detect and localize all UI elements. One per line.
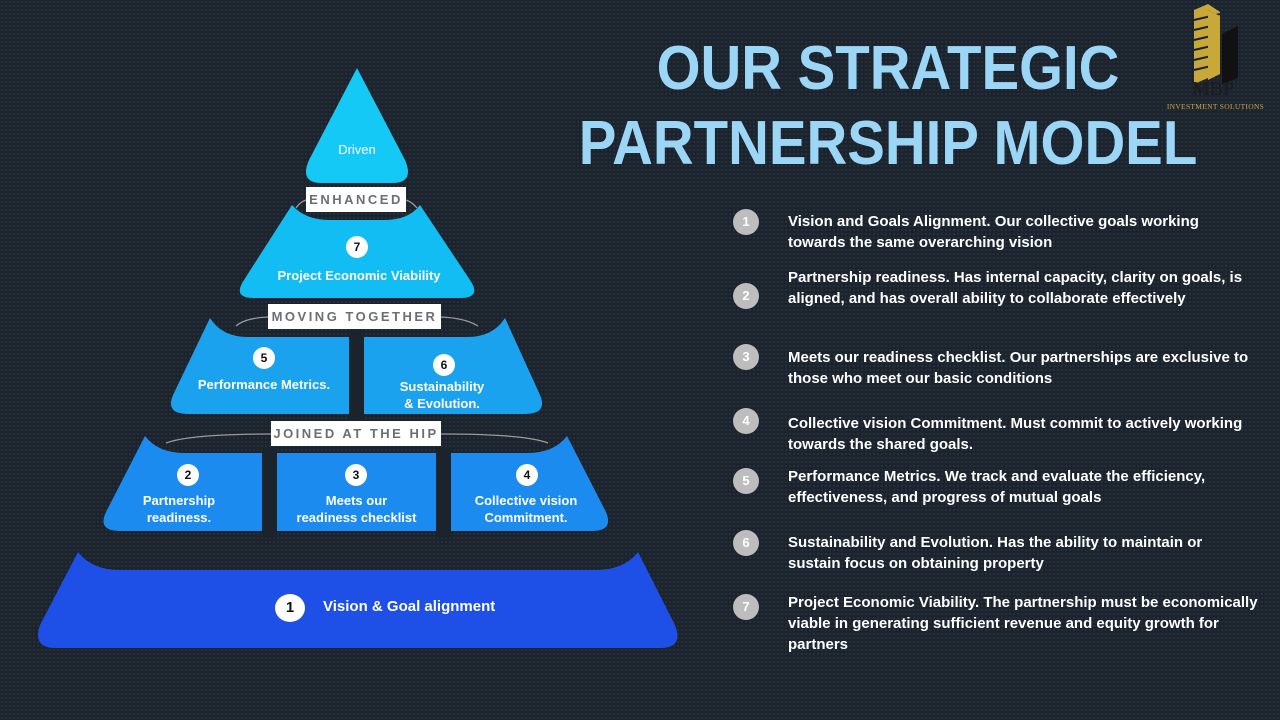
list-item: Partnership readiness. Has internal capa…	[788, 269, 1243, 307]
page-title-line1: OUR STRATEGIC	[656, 34, 1120, 103]
block-7-number: 7	[346, 236, 368, 258]
list-badge: 6	[733, 530, 759, 556]
tag-moving-together: MOVING TOGETHER	[268, 304, 441, 329]
block-3-number: 3	[345, 464, 367, 486]
list-badge: 5	[733, 468, 759, 494]
tier-gap	[349, 330, 364, 420]
block-6-number: 6	[433, 354, 455, 376]
pyramid-top-label: Driven	[338, 142, 376, 157]
block-3-label: Meets our readiness checklist	[296, 493, 417, 525]
pyramid-top	[305, 68, 409, 183]
block-2-label: Partnership readiness.	[142, 493, 216, 525]
block-5-number: 5	[253, 347, 275, 369]
list-item: Meets our readiness checklist. Our partn…	[788, 349, 1249, 387]
list-badge: 2	[733, 283, 759, 309]
logo-subtitle: INVESTMENT SOLUTIONS	[1166, 102, 1265, 111]
tag-enhanced: ENHANCED	[306, 187, 406, 212]
block-5-label: Performance Metrics.	[197, 377, 331, 392]
block-1-number: 1	[275, 594, 305, 622]
tier-base	[38, 552, 678, 648]
tag-joined-at-the-hip: JOINED AT THE HIP	[271, 421, 441, 446]
block-2-number: 2	[177, 464, 199, 486]
tier-gap	[262, 448, 277, 538]
tier-gap	[436, 448, 451, 538]
company-logo	[1193, 4, 1238, 84]
list-badge: 3	[733, 344, 759, 370]
list-badge: 1	[733, 209, 759, 235]
block-1-label: Vision & Goal alignment	[323, 598, 496, 615]
page-title-line2: PARTNERSHIP MODEL	[578, 109, 1198, 178]
connector-arrows	[165, 199, 549, 444]
list-item: Project Economic Viability. The partners…	[788, 594, 1258, 653]
list-item: Vision and Goals Alignment. Our collecti…	[788, 213, 1199, 251]
list-item: Sustainability and Evolution. Has the ab…	[788, 534, 1203, 572]
list-badge: 4	[733, 408, 759, 434]
list-badge: 7	[733, 594, 759, 620]
block-4-label: Collective vision Commitment.	[474, 493, 578, 525]
block-6-label: Sustainability & Evolution.	[399, 379, 485, 411]
logo-name: MBP	[1191, 78, 1235, 100]
list-item: Collective vision Commitment. Must commi…	[788, 415, 1243, 453]
list-item: Performance Metrics. We track and evalua…	[788, 468, 1206, 506]
block-4-number: 4	[516, 464, 538, 486]
block-7-label: Project Economic Viability	[277, 268, 441, 283]
